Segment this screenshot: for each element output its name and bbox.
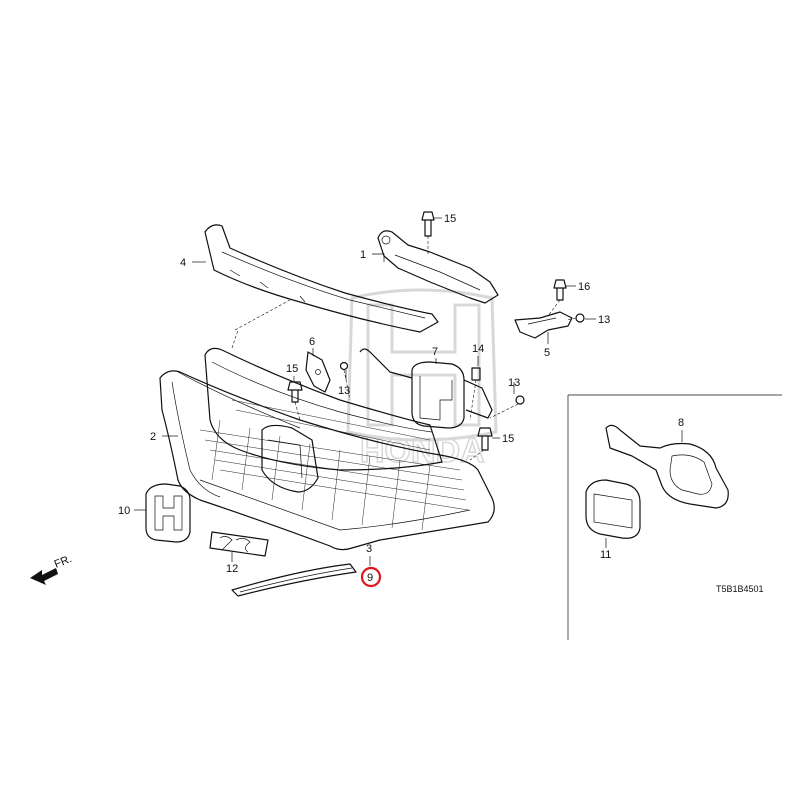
front-direction-marker: FR.	[30, 553, 74, 585]
assembly-lines	[231, 236, 577, 461]
callout-11: 11	[600, 549, 611, 561]
callout-labels: 4 1 15 16 13 5 6 7 14 13 15 13 15 2 10 1…	[118, 213, 684, 588]
part-4-upper-beam	[204, 224, 439, 333]
callout-6: 6	[309, 336, 315, 348]
arrow-left-icon	[30, 568, 58, 585]
bolt-16	[553, 279, 567, 301]
part-3-molding	[231, 563, 357, 597]
leader-lines	[134, 217, 683, 566]
part-inner-grille-panel	[204, 347, 443, 493]
callout-15-right: 15	[502, 433, 514, 445]
callout-12: 12	[226, 563, 238, 575]
bolt-15-right	[477, 427, 493, 451]
callout-10: 10	[118, 505, 130, 517]
callout-1: 1	[360, 249, 366, 261]
part-11-emblem	[585, 479, 641, 539]
bolt-15-top	[421, 211, 435, 237]
callout-5: 5	[544, 347, 550, 359]
callout-15-top: 15	[444, 213, 456, 225]
part-8-emblem-base	[605, 424, 729, 509]
callout-13-b: 13	[338, 385, 350, 397]
callout-3: 3	[366, 543, 372, 555]
inset-panel	[567, 394, 782, 640]
callout-16: 16	[578, 281, 590, 293]
part-1-upper-bracket	[377, 230, 499, 304]
front-label: FR.	[53, 553, 74, 571]
callout-8: 8	[678, 417, 684, 429]
callout-13-a: 13	[598, 314, 610, 326]
clip-13-b	[339, 361, 349, 371]
highlight-circle	[360, 566, 382, 588]
callout-15-left: 15	[286, 363, 298, 375]
part-6-bracket	[305, 351, 331, 393]
callout-4: 4	[180, 257, 186, 269]
clip-13-c	[515, 395, 525, 405]
part-5-bracket	[514, 311, 573, 339]
part-10-front-emblem	[145, 483, 191, 543]
clip-14	[471, 367, 481, 381]
diagram-code: T5B1B4501	[716, 584, 764, 594]
part-2-grille-frame	[159, 370, 495, 551]
part-7-emblem-base	[359, 348, 493, 429]
clip-13-a	[575, 313, 585, 323]
callout-14: 14	[472, 343, 484, 355]
callout-7: 7	[432, 346, 438, 358]
part-12-emblem	[209, 531, 269, 557]
callout-2: 2	[150, 431, 156, 443]
callout-9: 9	[367, 572, 373, 584]
callout-13-c: 13	[508, 377, 520, 389]
